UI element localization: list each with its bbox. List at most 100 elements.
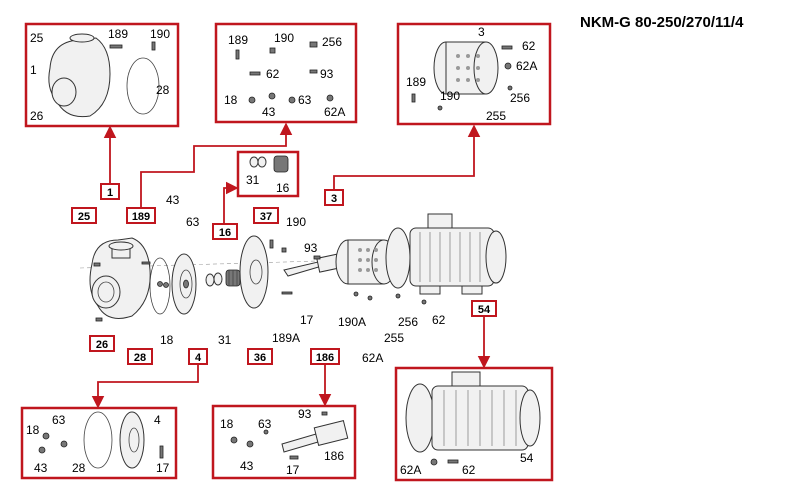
box189-label-189: 189	[228, 33, 248, 47]
tag-186[interactable]: 186	[310, 348, 340, 365]
label-190a: 190A	[338, 315, 366, 329]
box3-label-190: 190	[440, 89, 460, 103]
leader-3	[333, 124, 481, 190]
label-63: 63	[186, 215, 200, 229]
tag-16-label: 16	[219, 227, 231, 239]
detail-3-drawing	[411, 41, 513, 111]
tag-54-label: 54	[478, 304, 491, 316]
box54-label-62: 62	[462, 463, 476, 477]
box186-label-63: 63	[258, 417, 272, 431]
nut-part	[157, 281, 163, 287]
tag-37[interactable]: 37	[253, 207, 279, 224]
mechanical-seal-spring	[225, 269, 241, 287]
box186-label-186: 186	[324, 449, 344, 463]
box54-label-62a: 62A	[400, 463, 421, 477]
diagram-title: NKM-G 80-250/270/11/4	[580, 14, 744, 31]
box189-label-93: 93	[320, 67, 334, 81]
box186-label-43: 43	[240, 459, 254, 473]
tag-1[interactable]: 1	[100, 183, 120, 200]
impeller-part	[171, 253, 197, 315]
tag-4[interactable]: 4	[188, 348, 208, 365]
box4-label-43: 43	[34, 461, 48, 475]
box16-label-31: 31	[246, 173, 260, 187]
tag-3[interactable]: 3	[324, 189, 344, 206]
box189-label-63: 63	[298, 93, 312, 107]
pin-189a	[281, 291, 293, 295]
label-17: 17	[300, 313, 314, 327]
box3-label-255: 255	[486, 109, 506, 123]
motor-flange-part	[385, 227, 411, 289]
detail-box-4	[20, 406, 178, 480]
box186-label-93: 93	[298, 407, 312, 421]
plug-37	[269, 239, 274, 249]
seal-cover-part	[239, 235, 269, 309]
tag-26-label: 26	[96, 339, 108, 351]
box189-label-190: 190	[274, 31, 294, 45]
detail-186-drawing	[230, 411, 349, 460]
tag-25[interactable]: 25	[71, 207, 97, 224]
tag-37-label: 37	[260, 211, 272, 223]
tag-4-label: 4	[195, 352, 202, 364]
screw-25	[93, 262, 101, 267]
label-18: 18	[160, 333, 174, 347]
box4-label-17: 17	[156, 461, 170, 475]
box1-label-28: 28	[156, 83, 170, 97]
detail-1-drawing	[48, 33, 160, 118]
box4-label-18: 18	[26, 423, 40, 437]
box186-label-18: 18	[220, 417, 234, 431]
plug-190	[281, 247, 287, 253]
seal-ring-part	[205, 273, 215, 287]
box1-label-189: 189	[108, 27, 128, 41]
label-190: 190	[286, 215, 306, 229]
label-256: 256	[398, 315, 418, 329]
label-93: 93	[304, 241, 318, 255]
pump-casing-part	[89, 237, 151, 319]
detail-189-drawing	[235, 41, 334, 104]
box189-label-62: 62	[266, 67, 280, 81]
box1-label-25: 25	[30, 31, 44, 45]
tag-28[interactable]: 28	[127, 348, 153, 365]
tag-36-label: 36	[254, 352, 266, 364]
label-43: 43	[166, 193, 180, 207]
washer-part	[163, 282, 169, 288]
box1-label-1: 1	[30, 63, 37, 77]
box3-label-256: 256	[510, 91, 530, 105]
tag-1-label: 1	[107, 187, 113, 199]
label-255: 255	[384, 331, 404, 345]
seal-ring-part-2	[213, 272, 223, 286]
detail-4-drawing	[38, 411, 164, 469]
box189-label-18: 18	[224, 93, 238, 107]
tag-186-label: 186	[316, 352, 334, 364]
box186-label-17: 17	[286, 463, 300, 477]
box1-label-190: 190	[150, 27, 170, 41]
plug-256	[395, 293, 401, 299]
label-62a: 62A	[362, 351, 383, 365]
tag-28-label: 28	[134, 352, 146, 364]
nut-62a	[367, 295, 373, 301]
detail-54-drawing	[405, 371, 541, 466]
box189-label-62a: 62A	[324, 105, 345, 119]
tag-54[interactable]: 54	[471, 300, 497, 317]
pin-189	[141, 261, 151, 265]
box54-label-54: 54	[520, 451, 534, 465]
box4-label-28: 28	[72, 461, 86, 475]
detail-box-189	[214, 22, 358, 124]
tag-25-label: 25	[78, 211, 90, 223]
tag-16[interactable]: 16	[212, 223, 238, 240]
leader-4	[91, 364, 199, 409]
tag-189[interactable]: 189	[126, 207, 156, 224]
screw-62	[421, 299, 427, 305]
plug-190a	[353, 291, 359, 297]
tag-36[interactable]: 36	[247, 348, 273, 365]
tag-26[interactable]: 26	[89, 335, 115, 352]
leader-189	[140, 122, 293, 208]
box3-label-3: 3	[478, 25, 485, 39]
box4-label-4: 4	[154, 413, 161, 427]
tag-189-label: 189	[132, 211, 150, 223]
box16-label-16: 16	[276, 181, 290, 195]
motor-part	[409, 213, 507, 295]
screw-26	[95, 317, 103, 322]
label-62: 62	[432, 313, 446, 327]
